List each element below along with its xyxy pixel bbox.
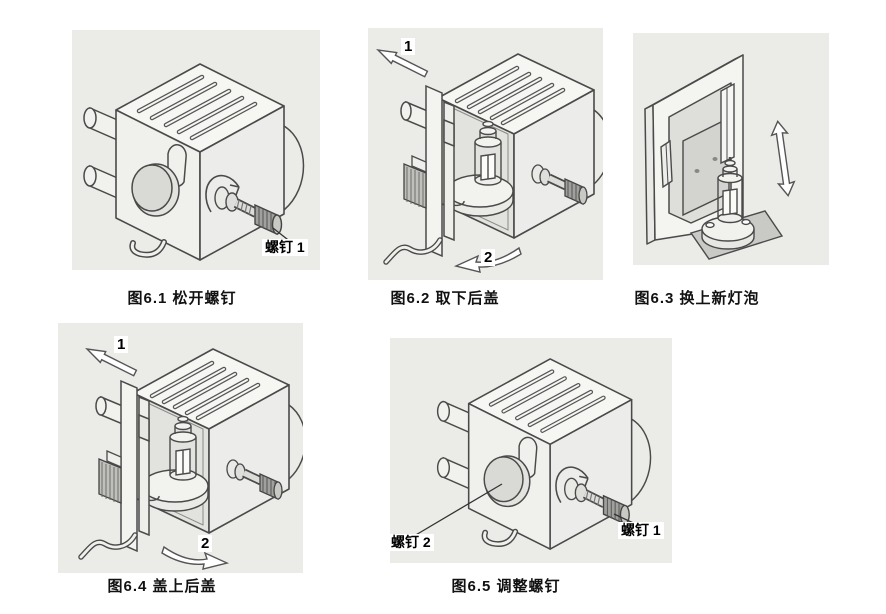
figure-6-4-panel: 1 2: [58, 323, 303, 573]
lamp-housing-loosen-screw-illustration: [83, 63, 307, 261]
arrow-step-1: [376, 49, 429, 78]
leader-line-screw2: [413, 483, 503, 537]
label-screw-1: 螺钉 1: [618, 522, 664, 539]
figure-6-1-caption: 图6.1 松开螺钉: [127, 290, 237, 307]
figure-6-3-caption: 图6.3 换上新灯泡: [634, 290, 760, 307]
lamp-housing-remove-cover-illustration: [376, 49, 603, 273]
lamp-housing-adjust-screws-illustration: [413, 358, 652, 550]
figure-6-5-caption: 图6.5 调整螺钉: [451, 578, 561, 595]
figure-6-3-panel: [633, 33, 829, 265]
figure-6-5-panel: 螺钉 2 螺钉 1: [388, 338, 672, 563]
figure-6-1-panel: 螺钉 1: [72, 30, 320, 270]
arrow-step-1: [85, 348, 138, 377]
new-bulb-on-back-plate-illustration: [644, 54, 796, 260]
up-down-arrow: [770, 120, 796, 197]
label-step-1: 1: [401, 38, 416, 55]
figure-6-2-caption: 图6.2 取下后盖: [390, 290, 500, 307]
arrow-step-2: [453, 246, 522, 273]
arrow-step-2: [161, 545, 230, 570]
figure-6-2-panel: 1 2: [368, 28, 603, 280]
label-screw-1: 螺钉 1: [262, 239, 308, 256]
label-screw-2: 螺钉 2: [388, 534, 434, 551]
label-step-1: 1: [114, 336, 129, 353]
label-step-2: 2: [481, 249, 496, 266]
lamp-housing-close-cover-illustration: [78, 348, 303, 570]
label-step-2: 2: [198, 535, 213, 552]
figure-6-4-caption: 图6.4 盖上后盖: [107, 578, 217, 595]
